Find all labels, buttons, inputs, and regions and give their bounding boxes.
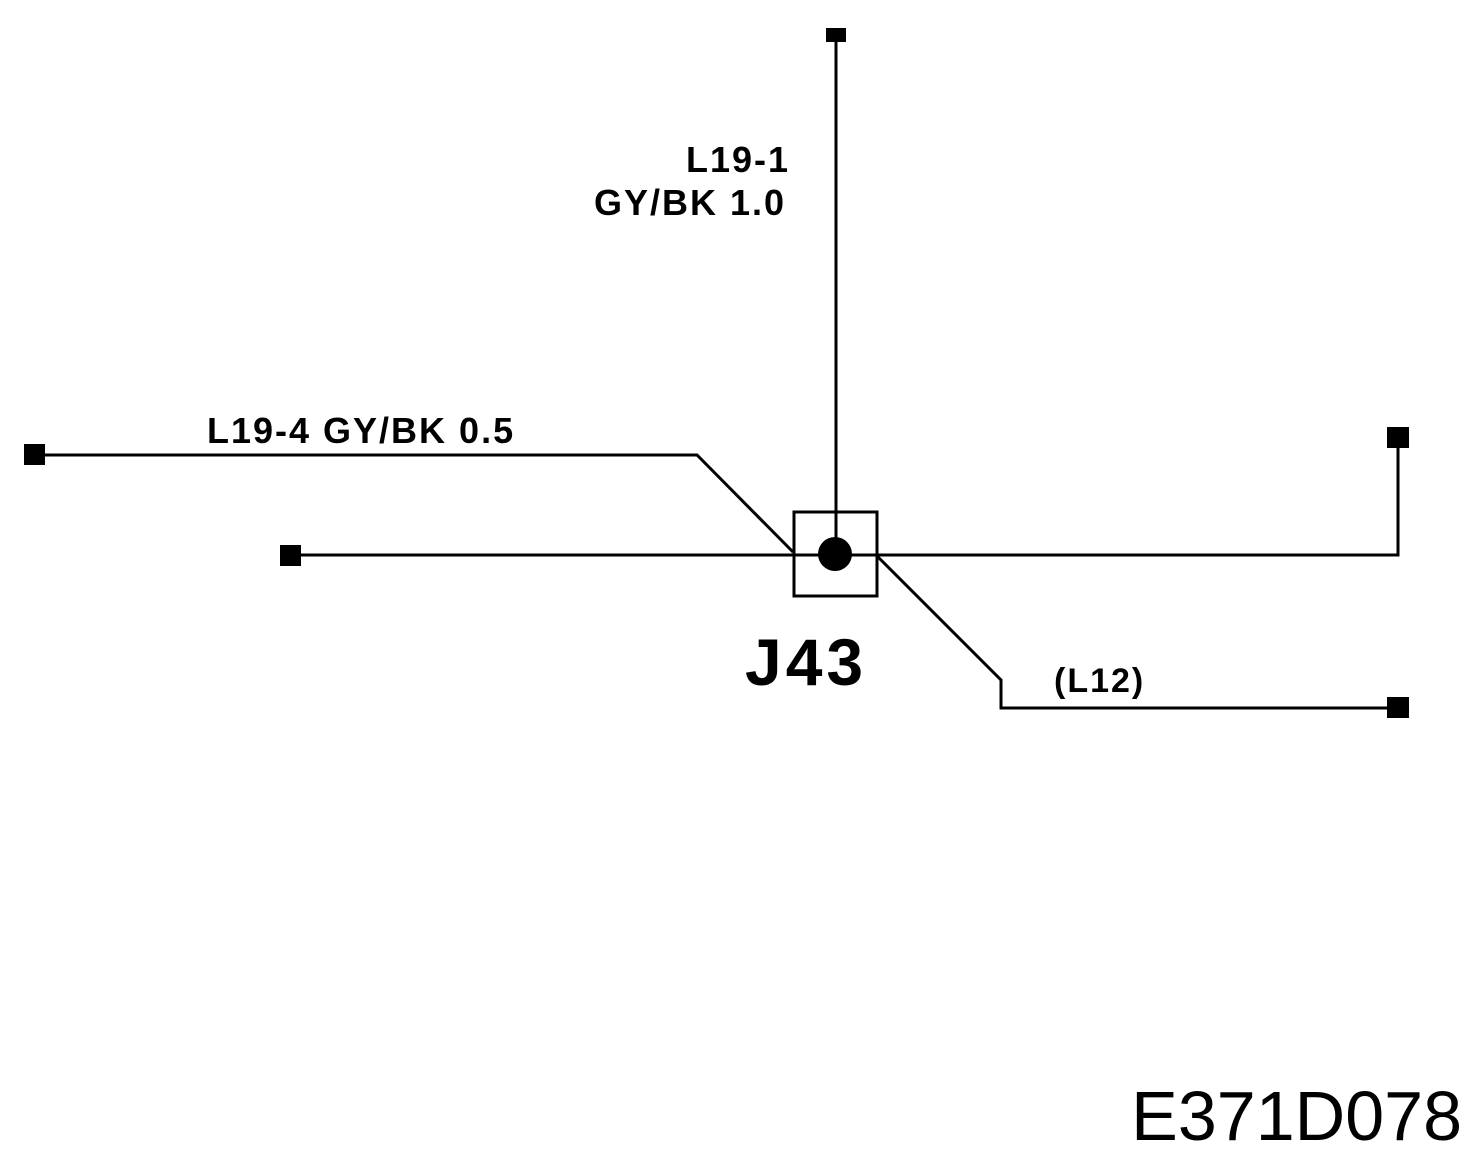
junction-box	[792, 510, 879, 598]
wire-right	[836, 438, 1400, 557]
terminal-top	[826, 28, 846, 42]
wire-top-circuit-label: L19-1	[686, 139, 790, 180]
wire-lower-right	[874, 553, 1398, 710]
terminal-left	[280, 545, 301, 566]
wire-lower-right-label: (L12)	[1054, 662, 1145, 700]
wire-top-spec-label: GY/BK 1.0	[594, 182, 786, 223]
wire-upper-left-label: L19-4 GY/BK 0.5	[207, 410, 515, 451]
terminal-right	[1387, 427, 1409, 448]
terminal-lower-right	[1387, 697, 1409, 718]
junction-dot	[818, 537, 852, 571]
terminal-upper-left	[24, 444, 45, 465]
junction-label: J43	[745, 625, 867, 699]
wire-upper-left	[34, 453, 795, 554]
figure-id: E371D078	[1131, 1077, 1462, 1155]
